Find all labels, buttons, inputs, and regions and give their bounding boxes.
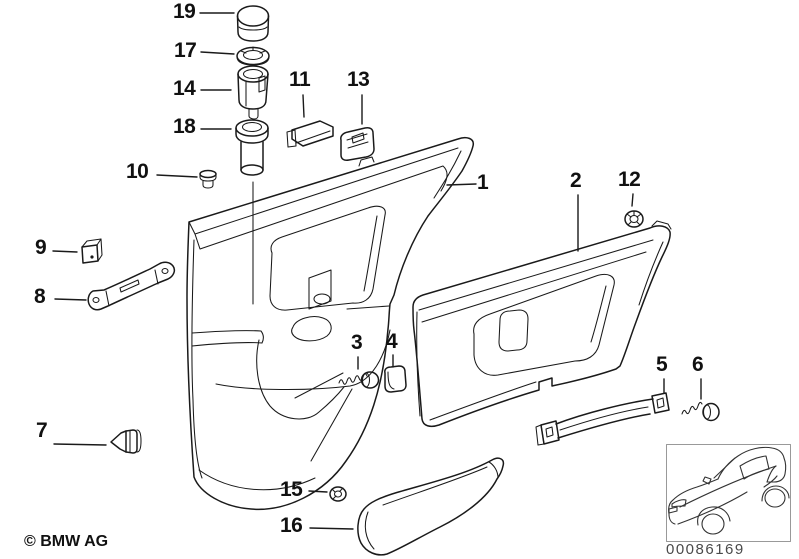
- part-15-nut: [329, 486, 347, 502]
- part-6-screw: [681, 401, 720, 422]
- callout-18[interactable]: 18: [173, 115, 196, 138]
- leader-15: [308, 490, 328, 493]
- leader-16: [309, 527, 354, 530]
- part-18-lighter-housing: [235, 119, 269, 176]
- diagram-code: 00086169: [666, 541, 745, 558]
- callout-12[interactable]: 12: [618, 168, 641, 191]
- leader-12: [631, 193, 634, 207]
- callout-14[interactable]: 14: [173, 77, 196, 100]
- leader-10: [156, 174, 198, 178]
- callout-1[interactable]: 1: [477, 171, 489, 194]
- part-2-trim-panel-right: [412, 220, 672, 428]
- leader-3-to-panel-a: [294, 372, 344, 399]
- part-3-screw: [338, 371, 380, 389]
- callout-19[interactable]: 19: [173, 0, 196, 23]
- leader-9: [52, 250, 78, 253]
- leader-3-to-panel-b: [310, 388, 353, 462]
- callout-16[interactable]: 16: [280, 514, 303, 537]
- part-5-door-pull-handle: [535, 392, 670, 446]
- callout-13[interactable]: 13: [347, 68, 370, 91]
- vehicle-inset-box: [666, 444, 791, 542]
- callout-17[interactable]: 17: [174, 39, 197, 62]
- callout-4[interactable]: 4: [386, 330, 398, 353]
- part-10-plug: [199, 169, 217, 189]
- part-7-expanding-rivet: [110, 429, 142, 454]
- callout-15[interactable]: 15: [280, 478, 303, 501]
- leader-17: [200, 51, 235, 55]
- part-16-armrest: [357, 457, 505, 556]
- callout-3[interactable]: 3: [351, 331, 363, 354]
- car-thumbnail: [668, 446, 790, 535]
- part-11-clip: [286, 120, 334, 148]
- part-1-trim-panel-left: [186, 136, 475, 511]
- part-9-clip: [81, 238, 103, 264]
- callout-5[interactable]: 5: [656, 353, 668, 376]
- leader-7: [53, 443, 107, 446]
- callout-6[interactable]: 6: [692, 353, 704, 376]
- leader-lines: [52, 12, 702, 530]
- callout-8[interactable]: 8: [34, 285, 46, 308]
- part-17-ring: [236, 46, 270, 66]
- part-4-cover-cap: [384, 365, 407, 393]
- part-12-grommet: [624, 210, 644, 228]
- copyright-watermark: © BMW AG: [24, 533, 109, 550]
- callout-11[interactable]: 11: [289, 68, 311, 91]
- callout-2[interactable]: 2: [570, 169, 582, 192]
- leader-11: [302, 94, 305, 118]
- callout-10[interactable]: 10: [126, 160, 149, 183]
- part-14-lighter-socket: [237, 65, 269, 120]
- callout-7[interactable]: 7: [36, 419, 48, 442]
- part-13-clip: [340, 127, 375, 161]
- leader-8: [54, 298, 87, 301]
- callout-9[interactable]: 9: [35, 236, 47, 259]
- part-19-ashtray-cap: [236, 5, 270, 42]
- part-8-bracket: [87, 261, 176, 311]
